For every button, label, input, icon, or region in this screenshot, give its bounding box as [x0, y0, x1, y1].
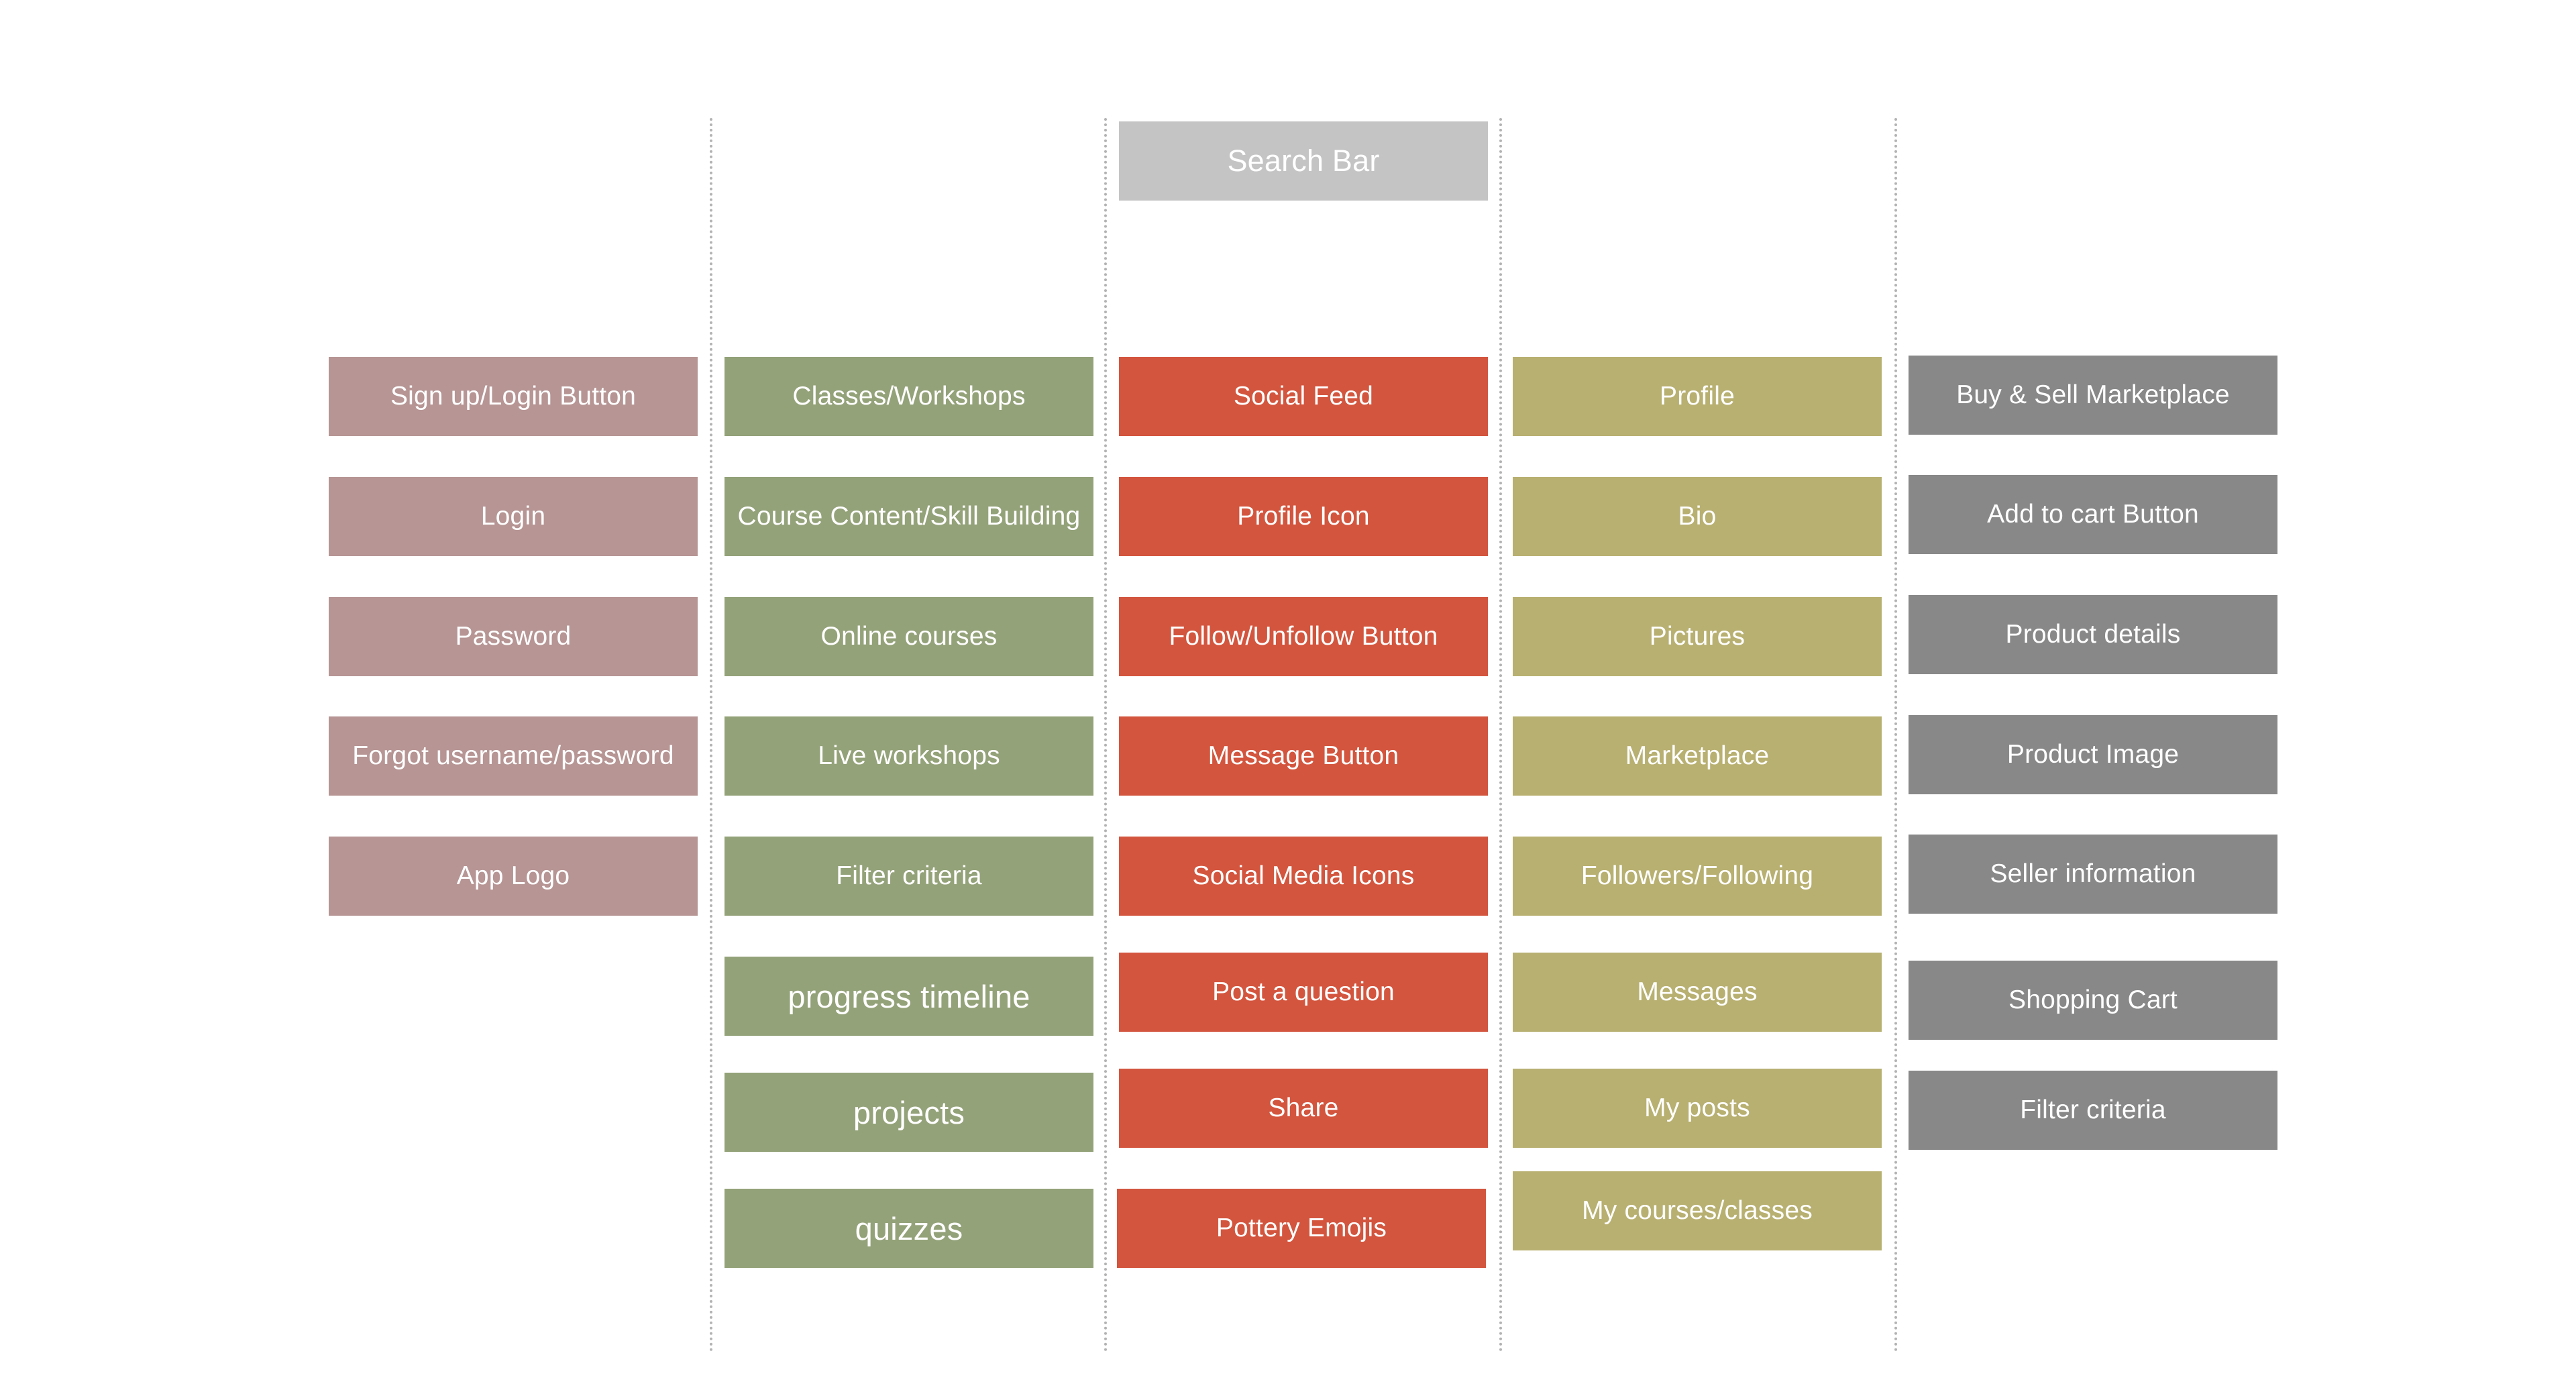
card-profile-icon: Profile Icon: [1119, 477, 1488, 556]
card-my-courses-classes: My courses/classes: [1513, 1171, 1882, 1250]
card-profile: Profile: [1513, 357, 1882, 436]
card-social-feed: Social Feed: [1119, 357, 1488, 436]
card-add-to-cart-button: Add to cart Button: [1909, 475, 2277, 554]
card-followers-following: Followers/Following: [1513, 837, 1882, 916]
card-post-a-question: Post a question: [1119, 953, 1488, 1032]
card-pottery-emojis: Pottery Emojis: [1117, 1189, 1486, 1268]
card-filter-criteria: Filter criteria: [724, 837, 1093, 916]
card-forgot-username-password: Forgot username/password: [329, 716, 698, 796]
card-share: Share: [1119, 1069, 1488, 1148]
card-shopping-cart: Shopping Cart: [1909, 961, 2277, 1040]
card-seller-information: Seller information: [1909, 835, 2277, 914]
card-buy-sell-marketplace: Buy & Sell Marketplace: [1909, 356, 2277, 435]
column-divider: [1894, 118, 1897, 1352]
card-course-content: Course Content/Skill Building: [724, 477, 1093, 556]
card-follow-unfollow-button: Follow/Unfollow Button: [1119, 597, 1488, 676]
card-classes-workshops: Classes/Workshops: [724, 357, 1093, 436]
card-bio: Bio: [1513, 477, 1882, 556]
column-divider: [1104, 118, 1107, 1352]
card-social-media-icons: Social Media Icons: [1119, 837, 1488, 916]
card-filter-criteria-marketplace: Filter criteria: [1909, 1071, 2277, 1150]
card-sign-up-login-button: Sign up/Login Button: [329, 357, 698, 436]
card-password: Password: [329, 597, 698, 676]
card-my-posts: My posts: [1513, 1069, 1882, 1148]
card-product-image: Product Image: [1909, 715, 2277, 794]
card-progress-timeline: progress timeline: [724, 957, 1093, 1036]
card-live-workshops: Live workshops: [724, 716, 1093, 796]
search-bar-card: Search Bar: [1119, 121, 1488, 201]
card-quizzes: quizzes: [724, 1189, 1093, 1268]
card-app-logo: App Logo: [329, 837, 698, 916]
card-message-button: Message Button: [1119, 716, 1488, 796]
card-marketplace: Marketplace: [1513, 716, 1882, 796]
column-divider: [710, 118, 712, 1352]
column-divider: [1499, 118, 1502, 1352]
card-projects: projects: [724, 1073, 1093, 1152]
card-product-details: Product details: [1909, 595, 2277, 674]
card-pictures: Pictures: [1513, 597, 1882, 676]
card-online-courses: Online courses: [724, 597, 1093, 676]
card-messages: Messages: [1513, 953, 1882, 1032]
card-login: Login: [329, 477, 698, 556]
